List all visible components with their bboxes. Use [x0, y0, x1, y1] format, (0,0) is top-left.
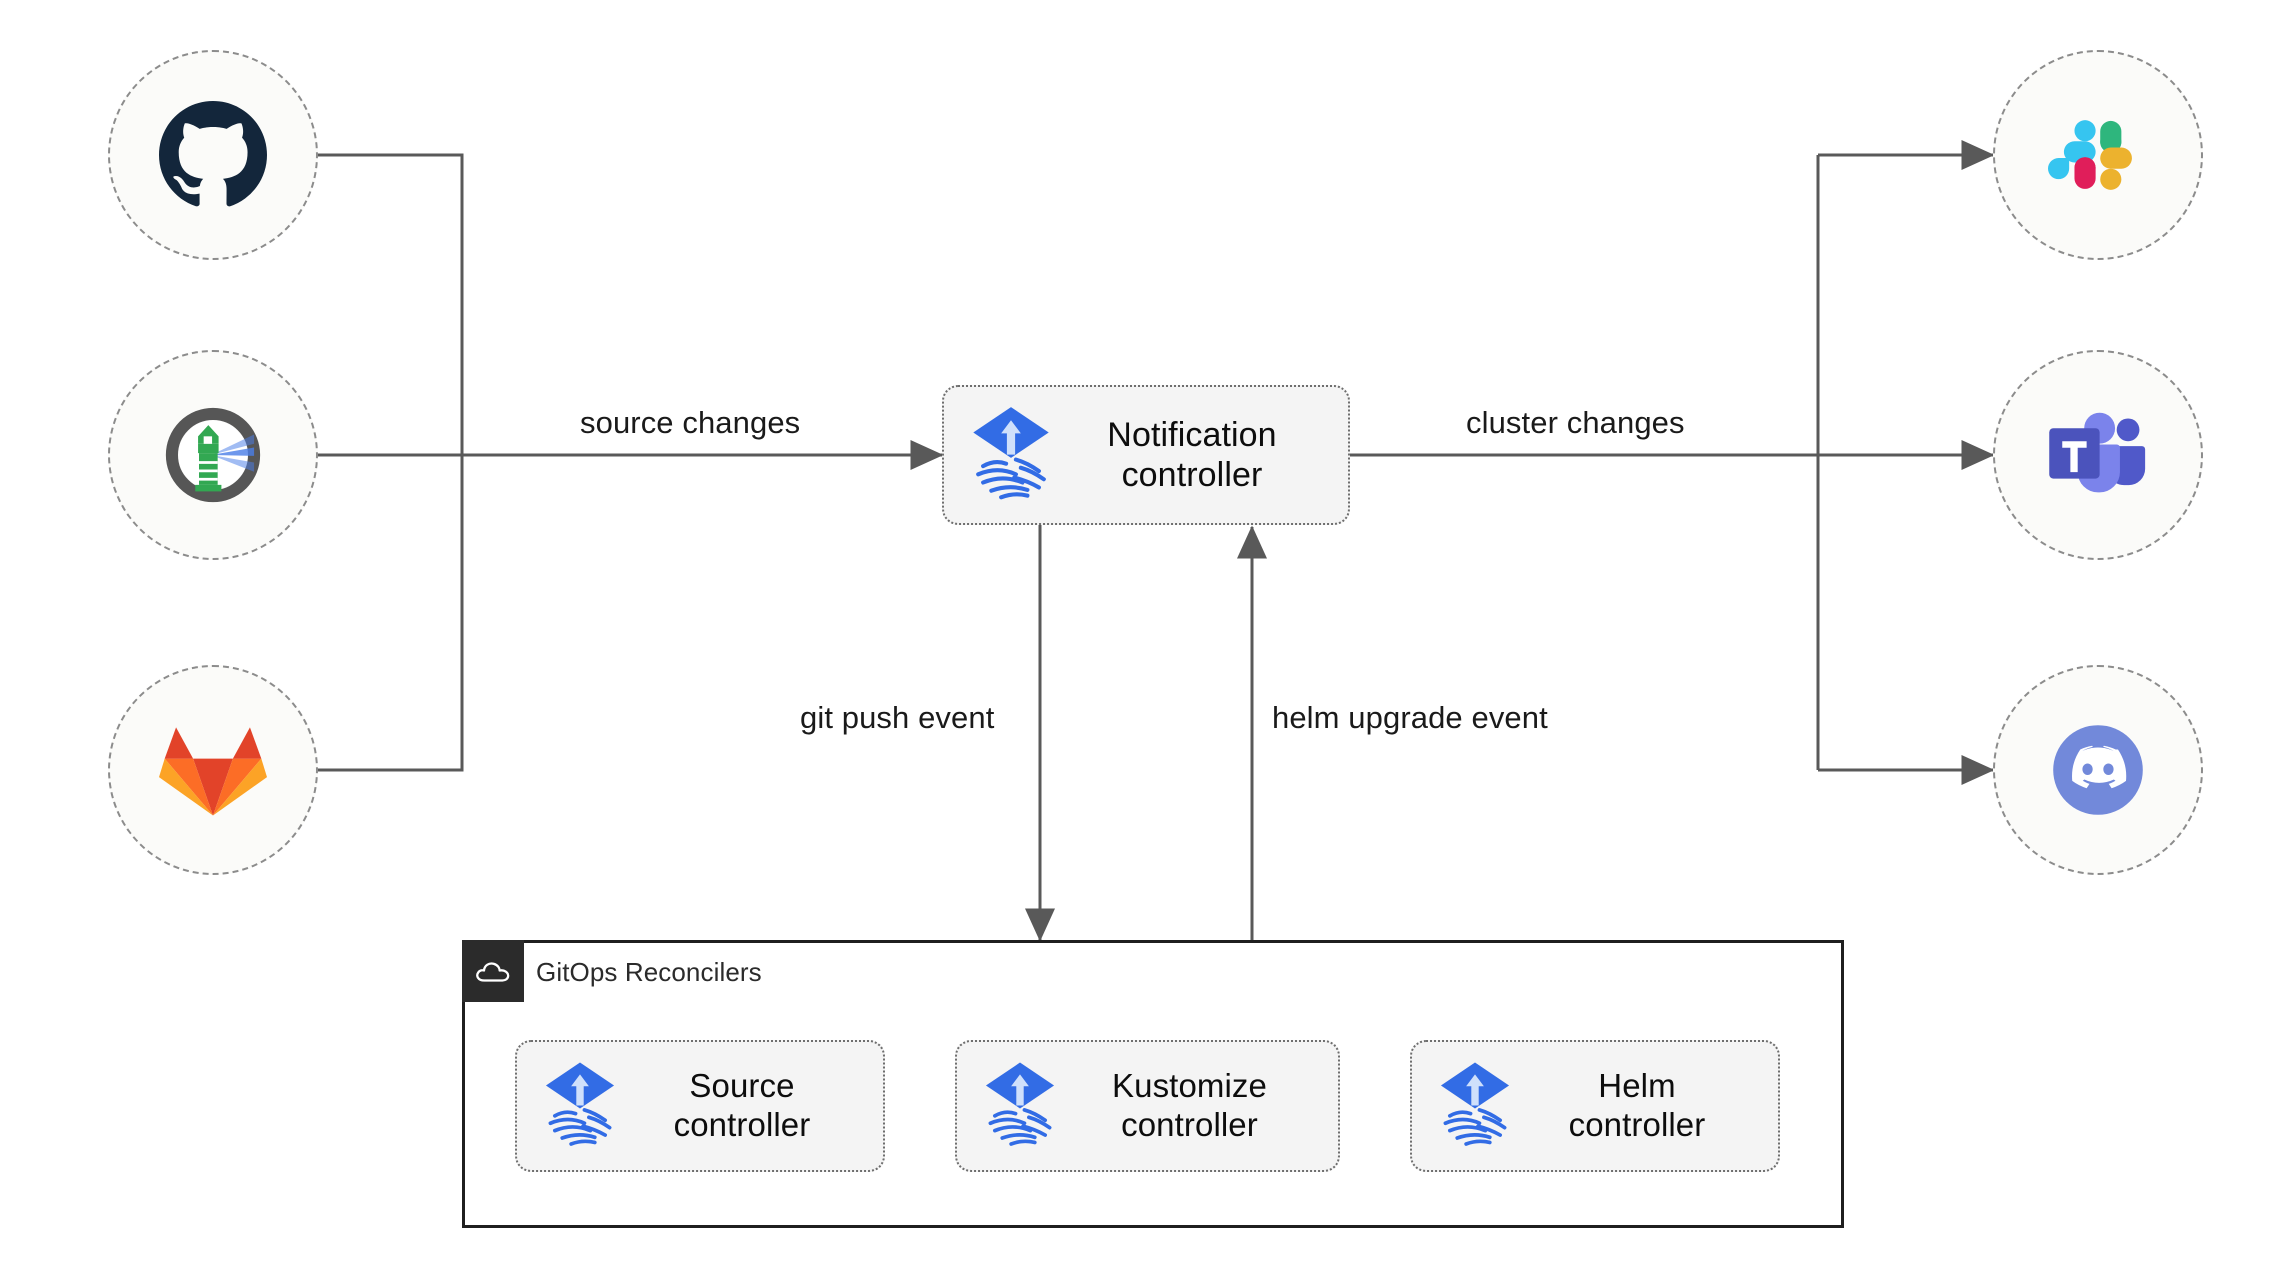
- target-node-teams[interactable]: [1993, 350, 2203, 560]
- github-icon: [159, 101, 267, 209]
- edge-label-cluster-changes: cluster changes: [1466, 405, 1685, 440]
- kustomize-controller-label: Kustomize controller: [1112, 1067, 1267, 1143]
- helm-controller-label: Helm controller: [1568, 1067, 1706, 1143]
- cloud-icon: [462, 940, 524, 1002]
- helm-icon: [157, 399, 269, 511]
- helm-controller-node[interactable]: Helm controller: [1410, 1040, 1780, 1172]
- notification-controller-node[interactable]: Notification controller: [942, 385, 1350, 525]
- source-node-helm[interactable]: [108, 350, 318, 560]
- discord-icon: [2042, 714, 2154, 826]
- flux-icon: [543, 1060, 617, 1153]
- gitlab-icon: [159, 718, 267, 822]
- flux-icon: [970, 405, 1052, 506]
- notification-controller-label: Notification controller: [1107, 415, 1277, 494]
- source-node-gitlab[interactable]: [108, 665, 318, 875]
- teams-icon: [2046, 407, 2150, 503]
- edge-label-helm-upgrade-event: helm upgrade event: [1272, 700, 1548, 735]
- target-node-discord[interactable]: [1993, 665, 2203, 875]
- flux-icon: [983, 1060, 1057, 1153]
- source-controller-label: Source controller: [673, 1067, 811, 1143]
- edge-label-git-push-event: git push event: [800, 700, 995, 735]
- flux-icon: [1438, 1060, 1512, 1153]
- slack-icon: [2048, 105, 2148, 205]
- target-node-slack[interactable]: [1993, 50, 2203, 260]
- edge-label-source-changes: source changes: [580, 405, 801, 440]
- source-controller-node[interactable]: Source controller: [515, 1040, 885, 1172]
- gitops-group-title: GitOps Reconcilers: [536, 957, 762, 987]
- kustomize-controller-node[interactable]: Kustomize controller: [955, 1040, 1340, 1172]
- source-node-github[interactable]: [108, 50, 318, 260]
